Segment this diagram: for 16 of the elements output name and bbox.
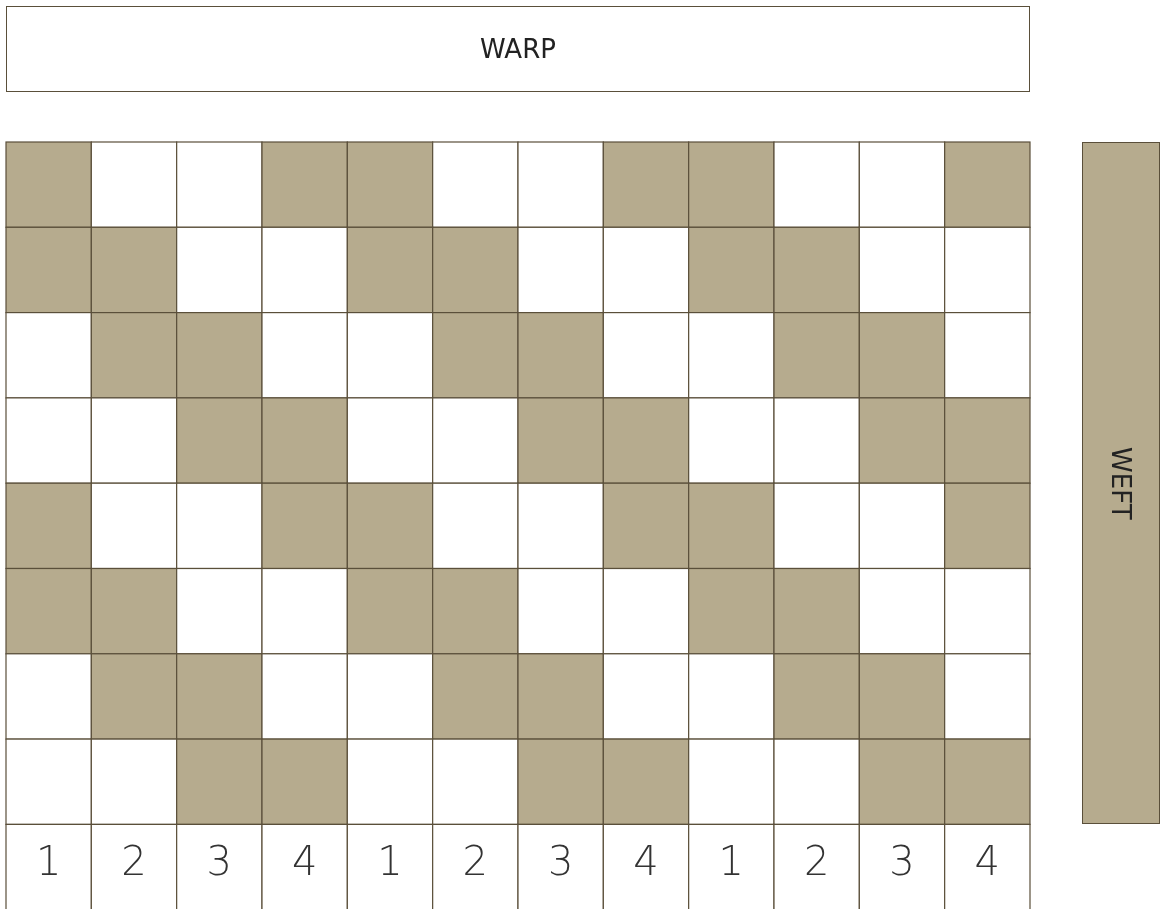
column-number: 2 (461, 838, 490, 885)
column-number: 3 (546, 838, 575, 885)
bar-label: WARP (480, 34, 556, 64)
column-number: 1 (376, 838, 404, 885)
column-number: 4 (973, 838, 1002, 885)
column-number: 1 (34, 838, 63, 885)
weft-bar (1082, 142, 1160, 824)
warp-bar (6, 6, 1030, 92)
column-number: 4 (632, 838, 660, 885)
column-number: 4 (290, 838, 319, 885)
bar-label: WEFT (1106, 446, 1136, 520)
column-number: 2 (802, 838, 831, 885)
column-number: 1 (717, 838, 746, 885)
column-number: 2 (120, 838, 148, 885)
column-number: 3 (205, 838, 234, 885)
column-number: 3 (888, 838, 916, 885)
